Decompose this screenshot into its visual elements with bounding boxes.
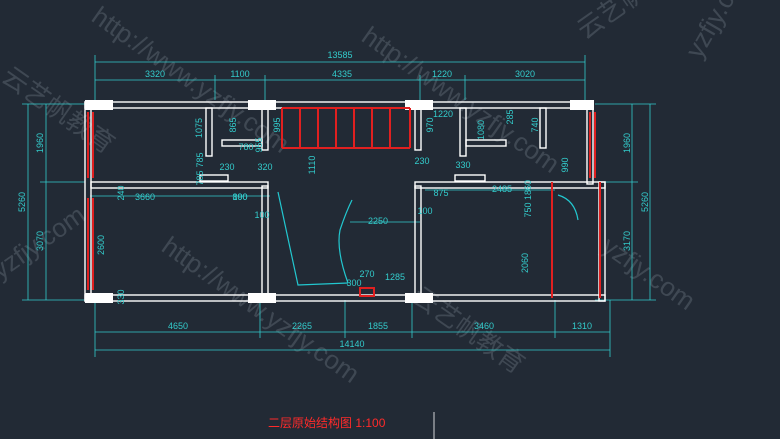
dimension-label: 955 [254, 137, 264, 152]
dimension-label: 230 [414, 156, 429, 166]
dimension-label: 100 [254, 210, 269, 220]
watermark-text: 云艺帆教育 [571, 0, 695, 45]
dimension-label: 1080 [476, 120, 486, 140]
dimension-label: 1855 [368, 321, 388, 331]
structural-columns [85, 100, 594, 303]
dimension-label: 890 [232, 192, 247, 202]
dimension-lines [22, 55, 656, 357]
door-swings [277, 191, 579, 286]
dimension-label: 3020 [515, 69, 535, 79]
dimension-label: 1310 [572, 321, 592, 331]
dimension-label: 330 [455, 160, 470, 170]
dimension-label: 3320 [145, 69, 165, 79]
dimension-label: 875 [433, 188, 448, 198]
bottom-total-dimension: 14140 [339, 339, 364, 349]
dimension-label: 1220 [432, 69, 452, 79]
dimension-label: 785 [195, 152, 205, 167]
watermark-text: yzfjy.com [597, 230, 701, 316]
dimension-label: 865 [228, 117, 238, 132]
dimension-label: 300 [346, 278, 361, 288]
right-total-dimension: 5260 [640, 192, 650, 212]
dimension-label: 970 [425, 117, 435, 132]
dimension-label: 2485 [492, 184, 512, 194]
dimension-label: 2060 [520, 253, 530, 273]
dimension-label: 1960 [622, 133, 632, 153]
dimension-labels: 13585 3320 1100 4335 1220 3020 14140 4650 2265 18… [17, 50, 650, 349]
dimension-label: 3660 [135, 192, 155, 202]
watermark-text: http://www.yzfjy.com [157, 230, 366, 389]
dimension-label: 3070 [35, 231, 45, 251]
dimension-label: 100 [232, 192, 247, 202]
dimension-label: 1960 [35, 133, 45, 153]
dimension-label: 3460 [474, 321, 494, 331]
dimension-label: 4650 [168, 321, 188, 331]
dimension-label: 1220 [433, 109, 453, 119]
dimension-label: 3170 [622, 231, 632, 251]
watermark-text: yzfjy.com [679, 0, 758, 63]
dimension-label: 995 [272, 117, 282, 132]
dimension-label: 1860 [523, 180, 533, 200]
dimension-label: 740 [530, 117, 540, 132]
watermark-text: http://www.yzfjy.com [357, 20, 566, 179]
dimension-label: 4335 [332, 69, 352, 79]
dimension-label: 285 [505, 109, 515, 124]
dimension-label: 1100 [230, 69, 249, 79]
left-total-dimension: 5260 [17, 192, 27, 212]
dimension-label: 240 [116, 185, 126, 200]
dimension-label: 2265 [292, 321, 312, 331]
dimension-label: 750 [523, 202, 533, 217]
dimension-label: 1075 [194, 118, 204, 138]
dimension-label: 330 [116, 289, 126, 304]
dimension-label: 2250 [368, 216, 388, 226]
dimension-label: 1110 [307, 156, 317, 175]
dimension-label: 1285 [385, 272, 405, 282]
dimension-label: 2600 [96, 235, 106, 255]
dimension-label: 320 [257, 162, 272, 172]
dimension-label: 230 [219, 162, 234, 172]
watermark-text: yzfjy.com [0, 199, 91, 285]
drawing-title: 二层原始结构图 1:100 [268, 415, 386, 430]
dimension-label: 270 [359, 269, 374, 279]
red-elements [87, 107, 601, 298]
dimension-label: 990 [560, 157, 570, 172]
dimension-label: 780 [238, 142, 253, 152]
dimension-label: 100 [417, 206, 432, 216]
top-total-dimension: 13585 [327, 50, 352, 60]
dimension-label: 785 [195, 170, 205, 185]
